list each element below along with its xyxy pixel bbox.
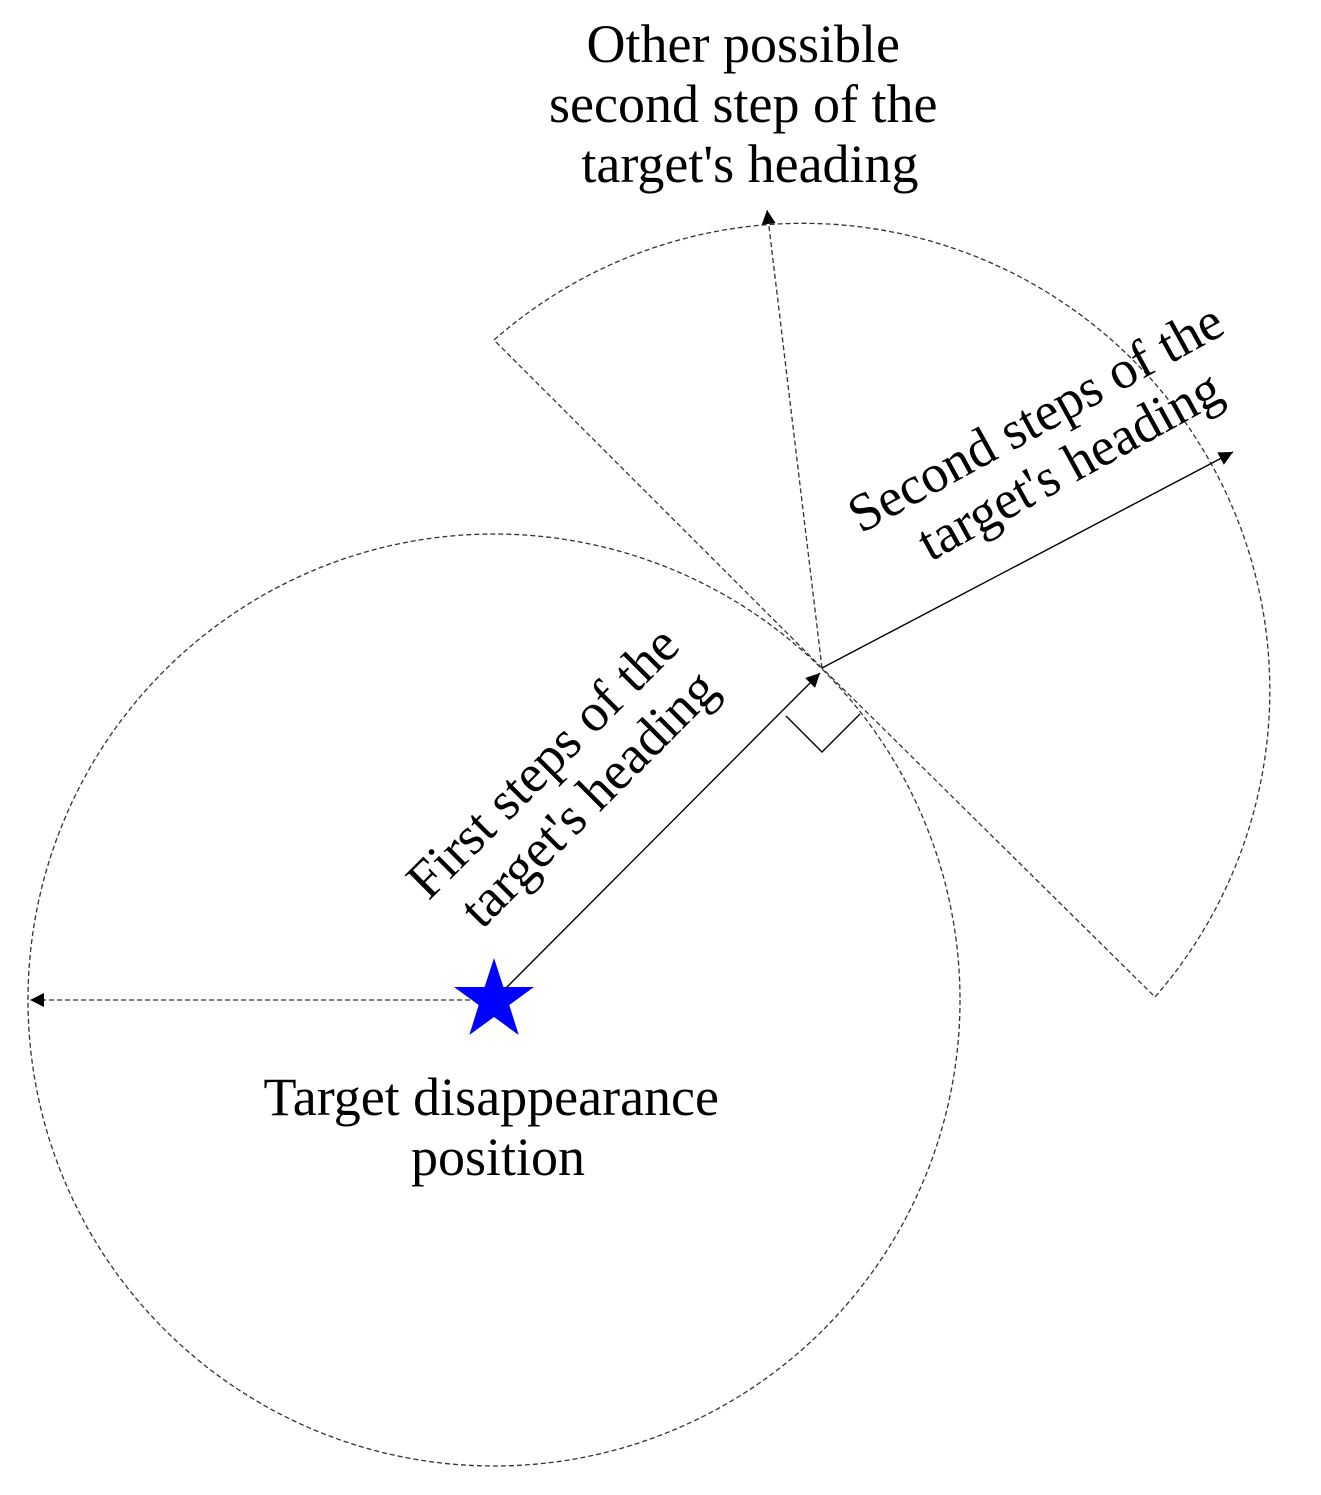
other-second-step-arrow [761,209,823,669]
right-angle-marker [785,713,861,753]
second-step-sector [493,222,1271,998]
second-step-arrow [821,451,1234,669]
first-step-arrow [493,672,821,1001]
other-step-label: Other possible second step of the target… [549,14,951,194]
star-icon [454,958,534,1035]
search-area-circle [27,533,961,1467]
first-steps-label: First steps of the target's heading [395,605,741,951]
disappearance-label: Target disappearance position [264,1067,733,1187]
second-steps-label: Second steps of the target's heading [838,284,1273,595]
